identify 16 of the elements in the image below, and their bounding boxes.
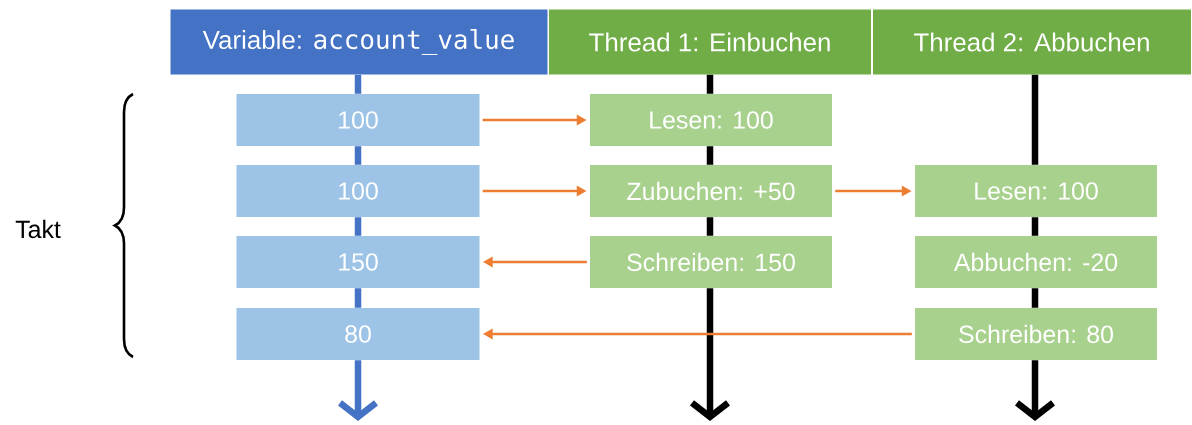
header-box: Thread 2: Abbuchen bbox=[873, 9, 1191, 75]
step-box: Schreiben: 150 bbox=[590, 236, 832, 288]
step-box: Zubuchen: +50 bbox=[590, 165, 832, 217]
step-box: Abbuchen: -20 bbox=[915, 236, 1157, 288]
axis-label: Takt bbox=[15, 219, 61, 239]
step-box: Schreiben: 80 bbox=[915, 308, 1157, 360]
header-box: Variable: account_value bbox=[170, 9, 548, 75]
value-box: 100 bbox=[236, 165, 480, 217]
node-label: Thread 1: Einbuchen bbox=[589, 32, 830, 52]
step-box: Lesen: 100 bbox=[915, 165, 1157, 217]
value-box: 80 bbox=[236, 308, 480, 360]
step-box: Lesen: 100 bbox=[590, 94, 832, 146]
node-label: Thread 2: Abbuchen bbox=[914, 32, 1149, 52]
value-box: 150 bbox=[236, 236, 480, 288]
value-box: 100 bbox=[236, 94, 480, 146]
header-box: Thread 1: Einbuchen bbox=[549, 9, 871, 75]
